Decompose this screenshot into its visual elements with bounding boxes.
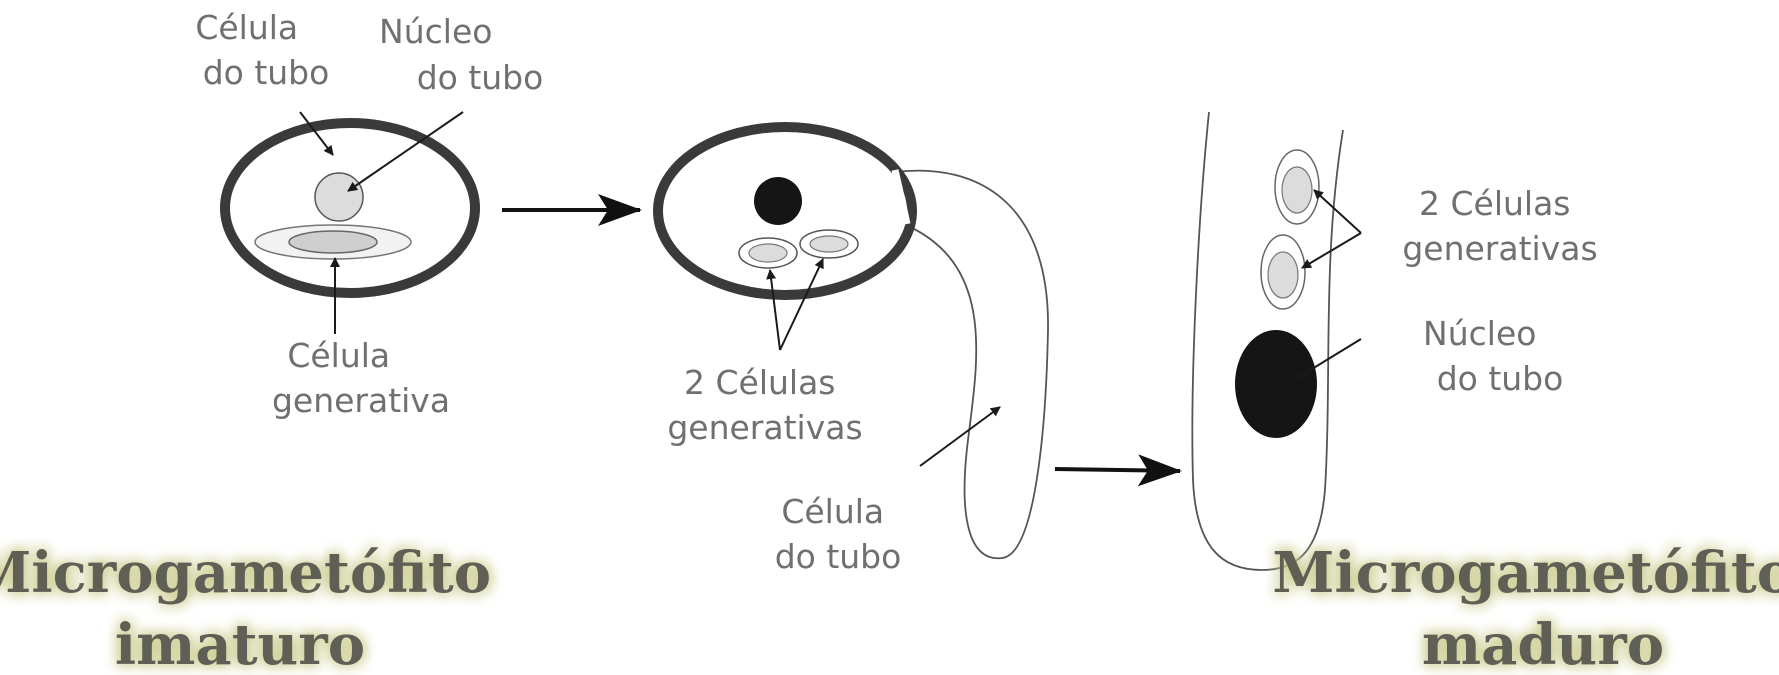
mature-pollen-tube: [1191, 111, 1344, 571]
label-tube-cell-1: Célula do tubo: [195, 8, 329, 92]
tube-nucleus: [754, 177, 802, 225]
arrow-to-generative-cell-b-3: [1301, 232, 1362, 269]
germinating-pollen-grain: [653, 122, 1049, 560]
generative-cell-b-nucleus: [1267, 251, 1299, 299]
title-immature: Microgametófito imaturo: [0, 540, 511, 675]
tube-nucleus: [1235, 330, 1317, 438]
tube-nucleus: [314, 172, 364, 222]
pollen-tube: [894, 169, 1049, 560]
arrow-to-generative-cell-a-3: [1313, 189, 1362, 234]
arrow-to-tube-cell-1: [299, 111, 334, 156]
stage-arrow-2: [1054, 454, 1182, 487]
generative-cell-a-nucleus: [748, 243, 788, 263]
arrow-to-tube-cell-2: [919, 406, 1001, 467]
generative-cell-b-nucleus: [809, 235, 849, 253]
label-generative-cells-2: 2 Células generativas: [667, 363, 862, 447]
title-mature: Microgametófito maduro: [1272, 540, 1779, 675]
arrow-to-generative-cell-b: [779, 258, 824, 351]
label-tube-cell-2: Célula do tubo: [775, 492, 902, 576]
tube-wall: [1191, 111, 1344, 571]
immature-pollen-grain: [220, 118, 480, 298]
label-tube-nucleus-1: Núcleo do tubo: [379, 12, 543, 97]
tube-opening: [891, 169, 911, 225]
pointer-to-tube-nucleus-3: [1293, 338, 1362, 381]
label-tube-nucleus-3: Núcleo do tubo: [1423, 314, 1563, 398]
title-group: Microgametófito imaturo Microgametófito …: [0, 540, 1779, 675]
generative-cell-a-nucleus: [1281, 166, 1313, 214]
label-generative-cells-3: 2 Células generativas: [1402, 184, 1597, 268]
arrow-to-tube-nucleus-1: [347, 111, 464, 192]
label-generative-cell: Célula generativa: [272, 336, 450, 420]
arrow-to-generative-cell-a: [766, 269, 781, 351]
generative-cell-nucleus: [288, 230, 378, 254]
